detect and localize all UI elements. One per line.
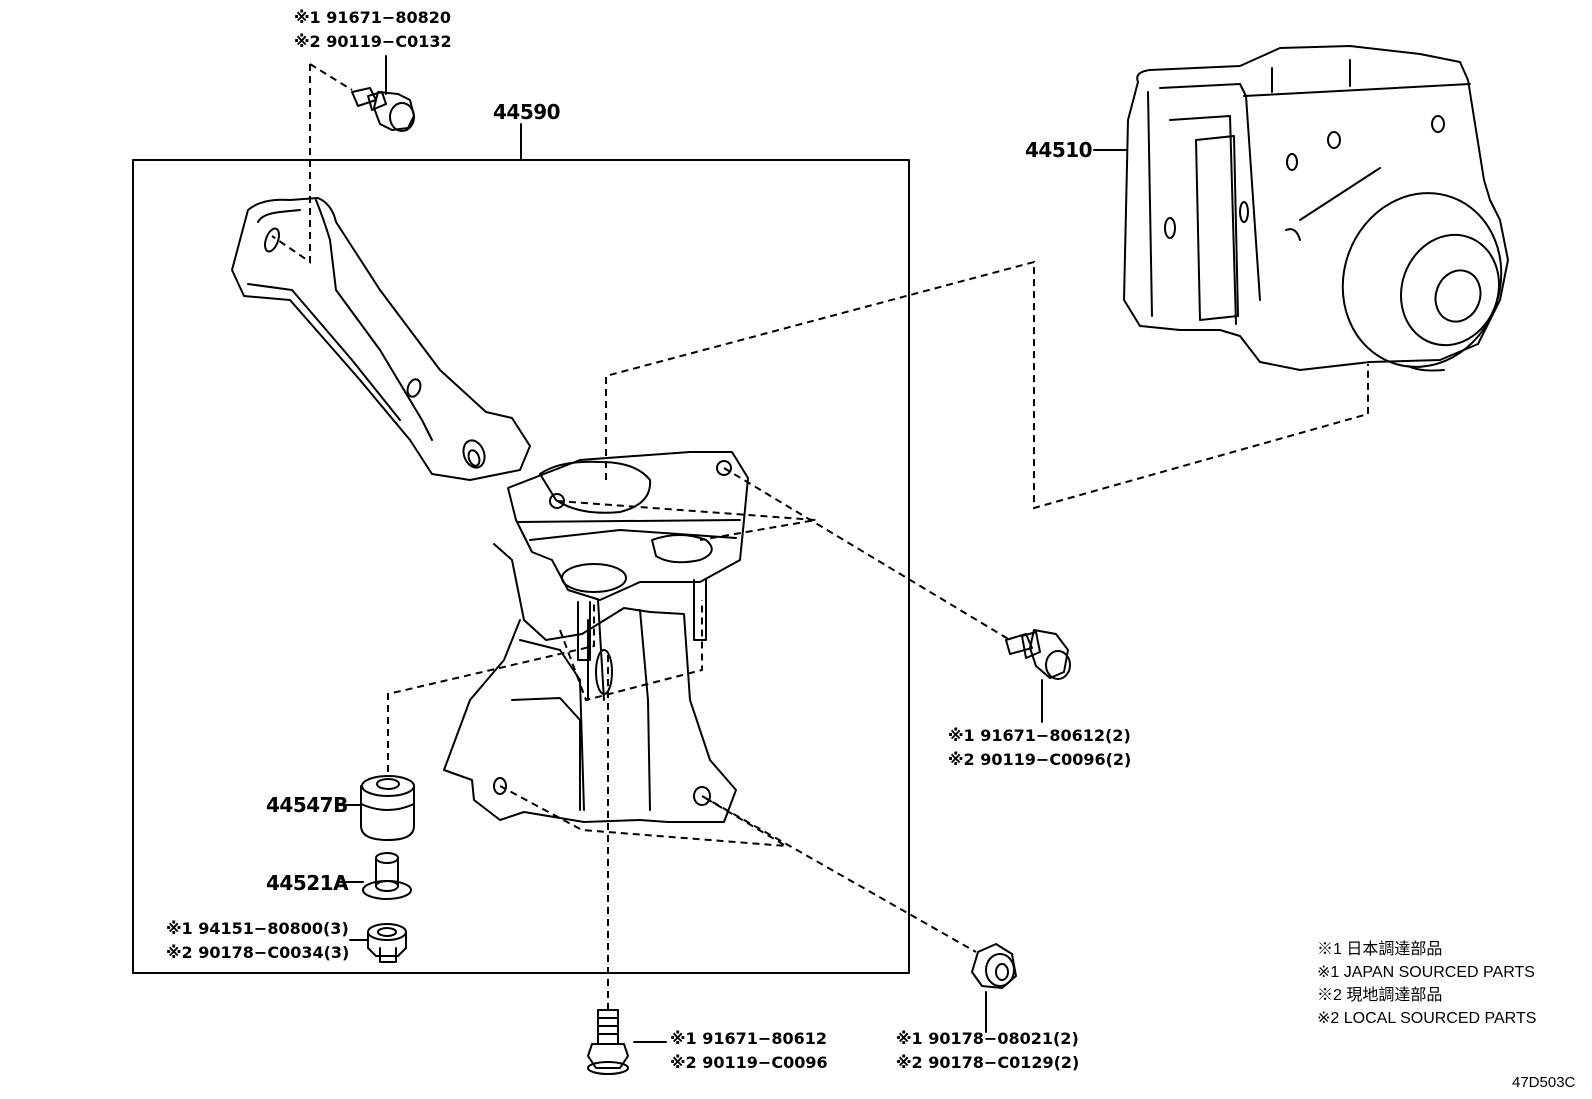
bottom-nut-dashed-line-2 — [701, 795, 977, 953]
left-nut-icon — [367, 923, 407, 963]
left-nut-label-line1: ※1 94151−80800(3) — [166, 919, 349, 938]
actuator-label: 44510 — [1025, 138, 1093, 162]
top-bolt-label-line1: ※1 91671−80820 — [294, 8, 451, 27]
right-bolt-label-line2: ※2 90119−C0096(2) — [948, 750, 1132, 769]
bottom-nut-label-line1: ※1 90178−08021(2) — [896, 1029, 1079, 1048]
right-bolt-dashed-line — [723, 467, 1011, 641]
right-bolt-icon — [1005, 629, 1071, 680]
bottom-nut-label: ※1 90178−08021(2) ※2 90178−C0129(2) — [896, 1027, 1079, 1075]
right-bolt-label-line1: ※1 91671−80612(2) — [948, 726, 1131, 745]
right-bolt-label: ※1 91671−80612(2) ※2 90119−C0096(2) — [948, 724, 1131, 772]
left-nut-label: ※1 94151−80800(3) ※2 90178−C0034(3) — [166, 917, 349, 965]
actuator-icon — [1123, 45, 1509, 372]
top-bolt-icon — [351, 87, 415, 132]
cushion-dashed-line — [387, 600, 595, 772]
bottom-bolt-label-line2: ※2 90119−C0096 — [670, 1053, 828, 1072]
legend-item-local-jp: ※2 現地調達部品 — [1317, 987, 1443, 1004]
frame-label: 44590 — [493, 100, 561, 124]
collar-icon — [362, 852, 412, 900]
bottom-nut-label-line2: ※2 90178−C0129(2) — [896, 1053, 1080, 1072]
bottom-nut-dashed-line — [499, 785, 787, 847]
bottom-bolt-label: ※1 91671−80612 ※2 90119−C0096 — [670, 1027, 828, 1075]
legend-item-local-en: ※2 LOCAL SOURCED PARTS — [1317, 1010, 1537, 1027]
bottom-bolt-icon — [587, 1009, 629, 1075]
bottom-bolt-label-line1: ※1 91671−80612 — [670, 1029, 827, 1048]
figure-code: 47D503C — [1512, 1074, 1576, 1091]
top-bolt-dashed-line — [271, 64, 311, 264]
collar-label: 44521A — [266, 871, 349, 895]
right-bolt-dashed-line-2 — [556, 500, 817, 541]
legend-item-japan-en: ※1 JAPAN SOURCED PARTS — [1317, 964, 1535, 981]
bottom-nut-icon — [971, 943, 1017, 989]
top-bolt-label: ※1 91671−80820 ※2 90119−C0132 — [294, 6, 452, 54]
cushion-label: 44547B — [266, 793, 348, 817]
cushion-icon — [360, 775, 415, 841]
bracket-body — [443, 451, 749, 823]
legend: ※1 日本調達部品 ※1 JAPAN SOURCED PARTS ※2 現地調達… — [1317, 938, 1536, 1030]
dashed-relation-lines — [271, 63, 1369, 1010]
bracket-arm — [231, 197, 531, 481]
top-bolt-label-line2: ※2 90119−C0132 — [294, 32, 452, 51]
top-bolt-dashed-line-2 — [309, 63, 353, 91]
left-nut-label-line2: ※2 90178−C0034(3) — [166, 943, 350, 962]
legend-item-japan-jp: ※1 日本調達部品 — [1317, 941, 1443, 958]
assembly-frame — [132, 159, 910, 974]
cushion-dashed-line-2 — [559, 600, 703, 702]
actuator-dashed-line — [605, 260, 1369, 510]
